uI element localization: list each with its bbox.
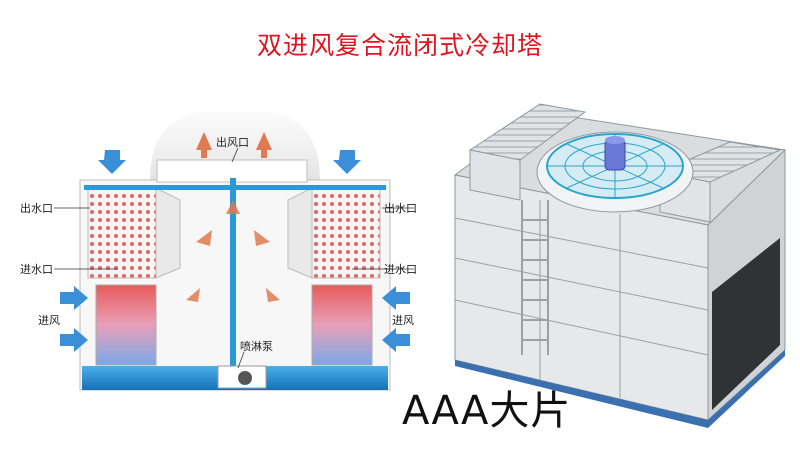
left-water-in-label: 进水口 <box>20 263 53 276</box>
left-coil <box>87 187 157 279</box>
top-inlet-arrows <box>98 150 361 174</box>
left-fill <box>95 284 157 366</box>
outlet-arrows <box>196 132 272 158</box>
riser-pipe <box>230 178 236 368</box>
outlet-air-label: 出风口 <box>216 135 249 149</box>
right-coil <box>311 187 381 279</box>
watermark-text: AAA大片 <box>402 388 572 434</box>
tower-schematic: 出风口 出水口 出水口 进水口 进水口 进风 进风 喷淋泵 <box>20 112 417 391</box>
right-water-out-label: 出水口 <box>384 201 417 215</box>
right-water-in-label: 进水口 <box>384 263 417 276</box>
side-louver <box>712 238 780 410</box>
left-air-in-label: 进风 <box>38 314 60 327</box>
pump-motor <box>238 371 252 385</box>
pump-label: 喷淋泵 <box>240 340 273 353</box>
ladder <box>521 200 549 355</box>
panel-seams <box>454 200 709 398</box>
right-fill <box>311 284 373 366</box>
tower-3d-illustration <box>453 103 787 428</box>
page-title: 双进风复合流闭式冷却塔 <box>256 31 543 60</box>
warm-air-arrows <box>186 200 280 302</box>
side-inlet-arrows <box>60 286 410 352</box>
left-water-out-label: 出水口 <box>20 201 53 215</box>
right-air-in-label: 进风 <box>392 314 414 327</box>
fan-motor <box>604 139 626 171</box>
